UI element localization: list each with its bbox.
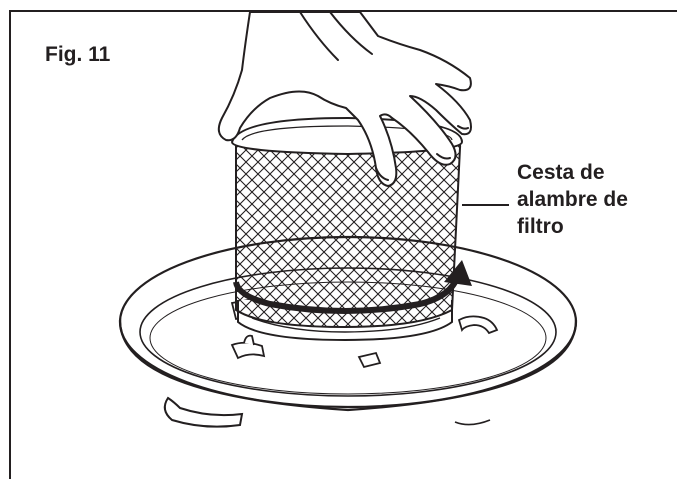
- callout-line-3: filtro: [517, 215, 564, 238]
- callout-line-1: Cesta de: [517, 161, 605, 184]
- callout-line-2: alambre de: [517, 188, 628, 211]
- frame-left-line: [9, 10, 11, 479]
- filter-basket-icon: [230, 116, 464, 329]
- hand-icon: [217, 11, 472, 187]
- figure-label: Fig. 11: [45, 43, 111, 66]
- rotation-arrow-icon: [233, 260, 472, 314]
- callout-label: Cesta de alambre de filtro: [517, 159, 628, 240]
